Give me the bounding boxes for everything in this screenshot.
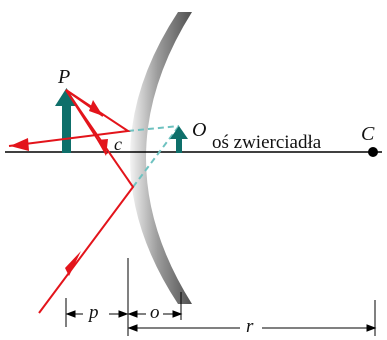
center-label: C [361,123,375,145]
center-of-curvature-point [368,147,378,157]
image-distance-label: o [150,302,160,323]
object-distance-label: p [87,302,99,323]
vertex-label: c [114,134,122,154]
image-arrow [170,126,188,153]
image-label: O [192,119,206,141]
object-label: P [57,66,70,88]
radius-label: r [246,316,254,337]
object-arrow [55,88,78,153]
light-rays [8,89,135,314]
convex-mirror [130,12,192,304]
dimension-lines [65,258,377,336]
virtual-ray-extensions [127,125,180,188]
axis-label: oś zwierciadła [212,132,322,153]
